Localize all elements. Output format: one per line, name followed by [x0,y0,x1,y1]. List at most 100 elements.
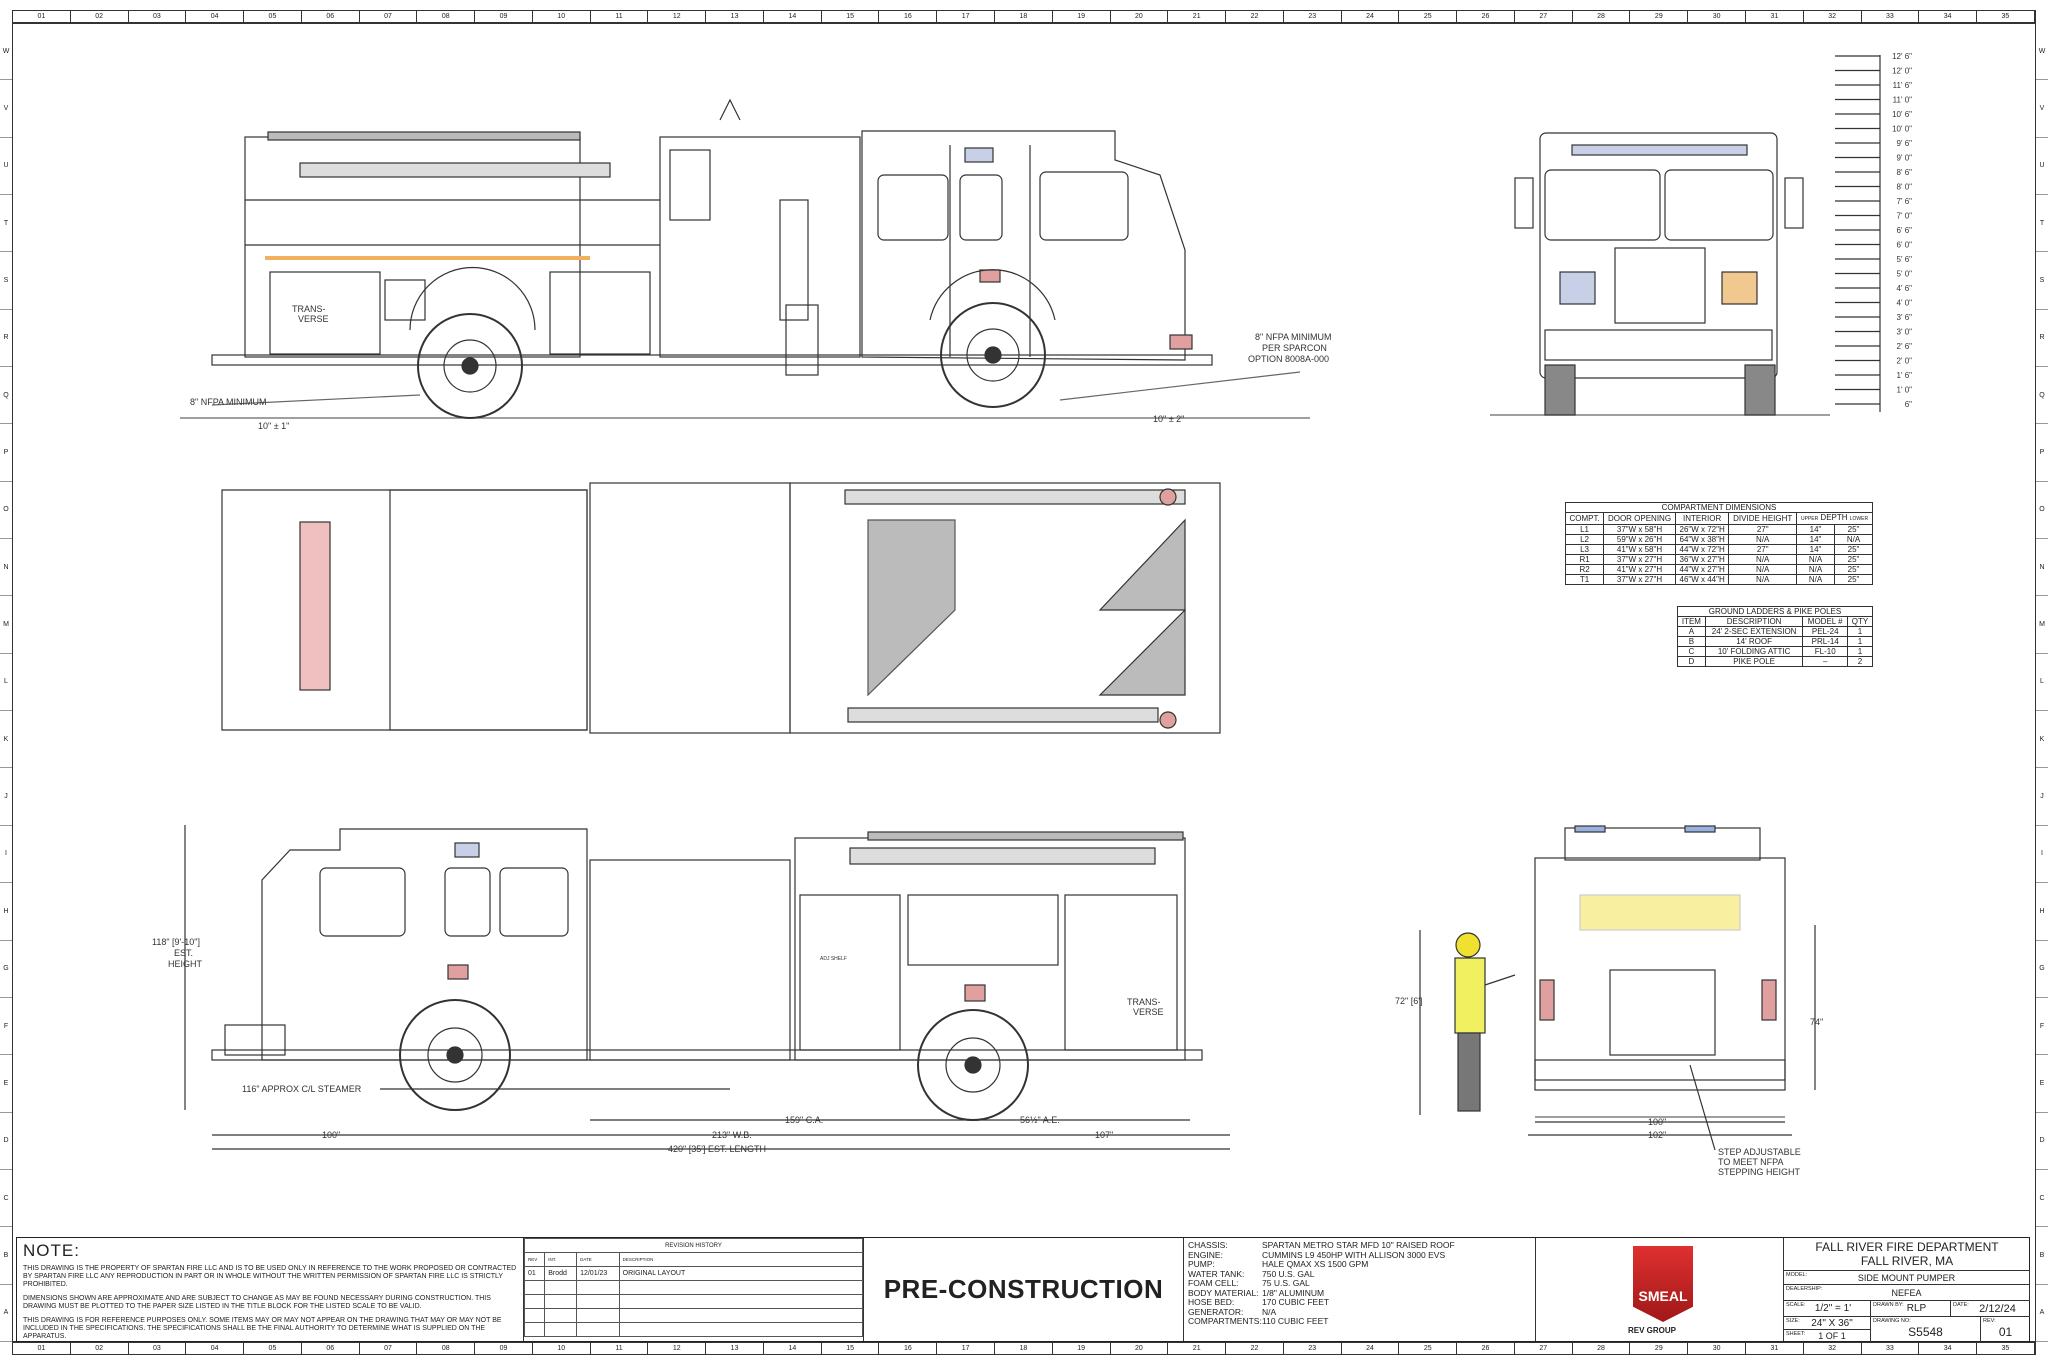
scale-label: 3' 0" [1897,328,1913,337]
table-cell: FL-10 [1802,646,1848,657]
drawn-by-label: DRAWN BY: [1873,1302,1904,1308]
scale-label: 10' 0" [1892,125,1912,134]
grid-column-label: 17 [937,11,996,22]
grid-row-label: W [0,23,12,81]
scale-label: 2' 6" [1897,342,1913,351]
spec-label: BODY MATERIAL: [1188,1287,1259,1298]
grid-row-label: C [2036,1170,2048,1228]
grid-column-label: 05 [244,1343,302,1354]
depth-lower: LOWER [1849,516,1869,522]
grid-row-label: J [2036,768,2048,826]
overall-width-label: 102" [1648,1130,1666,1140]
scale-label: 2' 0" [1897,357,1913,366]
scale-label: 12' 0" [1892,67,1912,76]
revision-cell [618,1280,864,1295]
scale-label: 4' 0" [1897,299,1913,308]
grid-row-label: I [2036,826,2048,884]
grid-column-label: 18 [995,11,1053,22]
grid-row-label: U [0,138,12,196]
model: SIDE MOUNT PUMPER [1857,1273,1956,1283]
step-note-3: STEPPING HEIGHT [1718,1167,1801,1177]
table-title-row: GROUND LADDERS & PIKE POLES [1677,606,1873,617]
grid-column-label: 21 [1168,1343,1227,1354]
table-cell: – [1802,656,1848,667]
grid-column-label: 26 [1457,1343,1515,1354]
scale-label: 12' 6" [1892,52,1912,61]
grid-column-label: 33 [1862,11,1920,22]
table-title-row: COMPARTMENT DIMENSIONS [1565,502,1873,513]
grid-row-label: W [2036,23,2048,81]
cab-side [261,828,588,1061]
smeal-logo: SMEAL [1633,1246,1693,1322]
grid-column-label: 17 [937,1343,996,1354]
spec-row: COMPARTMENTS:110 CUBIC FEET [1188,1316,1531,1327]
grille [1614,247,1706,324]
revision-row [523,1308,864,1323]
windshield-right [1664,169,1774,241]
table-cell: 46"W x 44"H [1674,574,1730,585]
grid-column-label: 28 [1573,1343,1631,1354]
grid-column-label: 08 [417,11,476,22]
grid-column-label: 25 [1399,11,1458,22]
overall-length-label: 420" [35'] EST. LENGTH [668,1144,766,1154]
hose-top [847,707,1159,723]
scale-label: 11' 0" [1893,96,1913,105]
grid-column-label: 23 [1284,1343,1342,1354]
spec-value: N/A [1262,1306,1277,1317]
compartment-l1 [269,271,381,355]
grid-column-label: 04 [186,11,245,22]
spec-row: ENGINE:CUMMINS L9 450HP WITH ALLISON 300… [1188,1250,1531,1261]
grid-row-label: E [2036,1055,2048,1113]
firefighter-figure [1454,932,1516,1112]
grid-column-label: 23 [1284,11,1342,22]
hose-rack [849,847,1156,865]
grid-column-label: 34 [1919,1343,1978,1354]
grid-row-label: A [2036,1285,2048,1342]
grid-row-label: D [2036,1113,2048,1170]
table-title: GROUND LADDERS & PIKE POLES [1677,606,1873,617]
cab-roof [221,489,588,731]
table-cell: N/A [1728,554,1798,565]
grid-column-label: 27 [1515,1343,1573,1354]
grid-row-label: S [0,252,12,310]
drawn-by: RLP [1906,1303,1927,1314]
scale-label: 9' 0" [1897,154,1913,163]
column-header: INT. [544,1252,578,1267]
revision-cell [576,1280,620,1295]
grid-column-label: 24 [1342,11,1400,22]
specifications: CHASSIS:SPARTAN METRO STAR MFD 10" RAISE… [1184,1238,1536,1341]
grid-column-label: 35 [1977,1343,2035,1354]
table-cell: C [1677,646,1706,657]
compartment-r3 [1064,894,1178,1051]
size: 24" X 36" [1811,1318,1853,1329]
grid-column-label: 19 [1053,11,1111,22]
grid-column-label: 05 [244,11,302,22]
grid-column-label: 29 [1630,11,1689,22]
table-cell: PIKE POLE [1704,656,1804,667]
grid-column-label: 10 [533,1343,591,1354]
grid-row-label: G [2036,941,2048,998]
grid-column-label: 30 [1688,1343,1746,1354]
table-cell: 1 [1846,626,1874,637]
grid-column-label: 02 [71,1343,129,1354]
cab-window [877,174,949,241]
compartment-r1 [799,894,901,1051]
grid-row-label: G [0,941,12,998]
table-cell: 64"W x 38"H [1674,534,1730,545]
table-cell: N/A [1728,574,1798,585]
body-top [789,482,1221,734]
grid-row-label: C [0,1170,12,1228]
axle-extension-label: 56½" A.E. [1020,1115,1060,1125]
spec-label: PUMP: [1188,1259,1215,1269]
spec-row: HOSE BED:170 CUBIC FEET [1188,1297,1531,1308]
grid-row-label: P [0,424,12,482]
grid-column-label: 13 [706,11,764,22]
date-label: DATE: [1953,1302,1969,1308]
table-cell: 14" [1796,524,1835,535]
table-cell: R2 [1564,564,1605,575]
scale-label: 3' 6" [1897,313,1913,322]
rear-width-label: 100" [1648,1117,1666,1127]
table-cell: 37"W x 58"H [1603,524,1676,535]
